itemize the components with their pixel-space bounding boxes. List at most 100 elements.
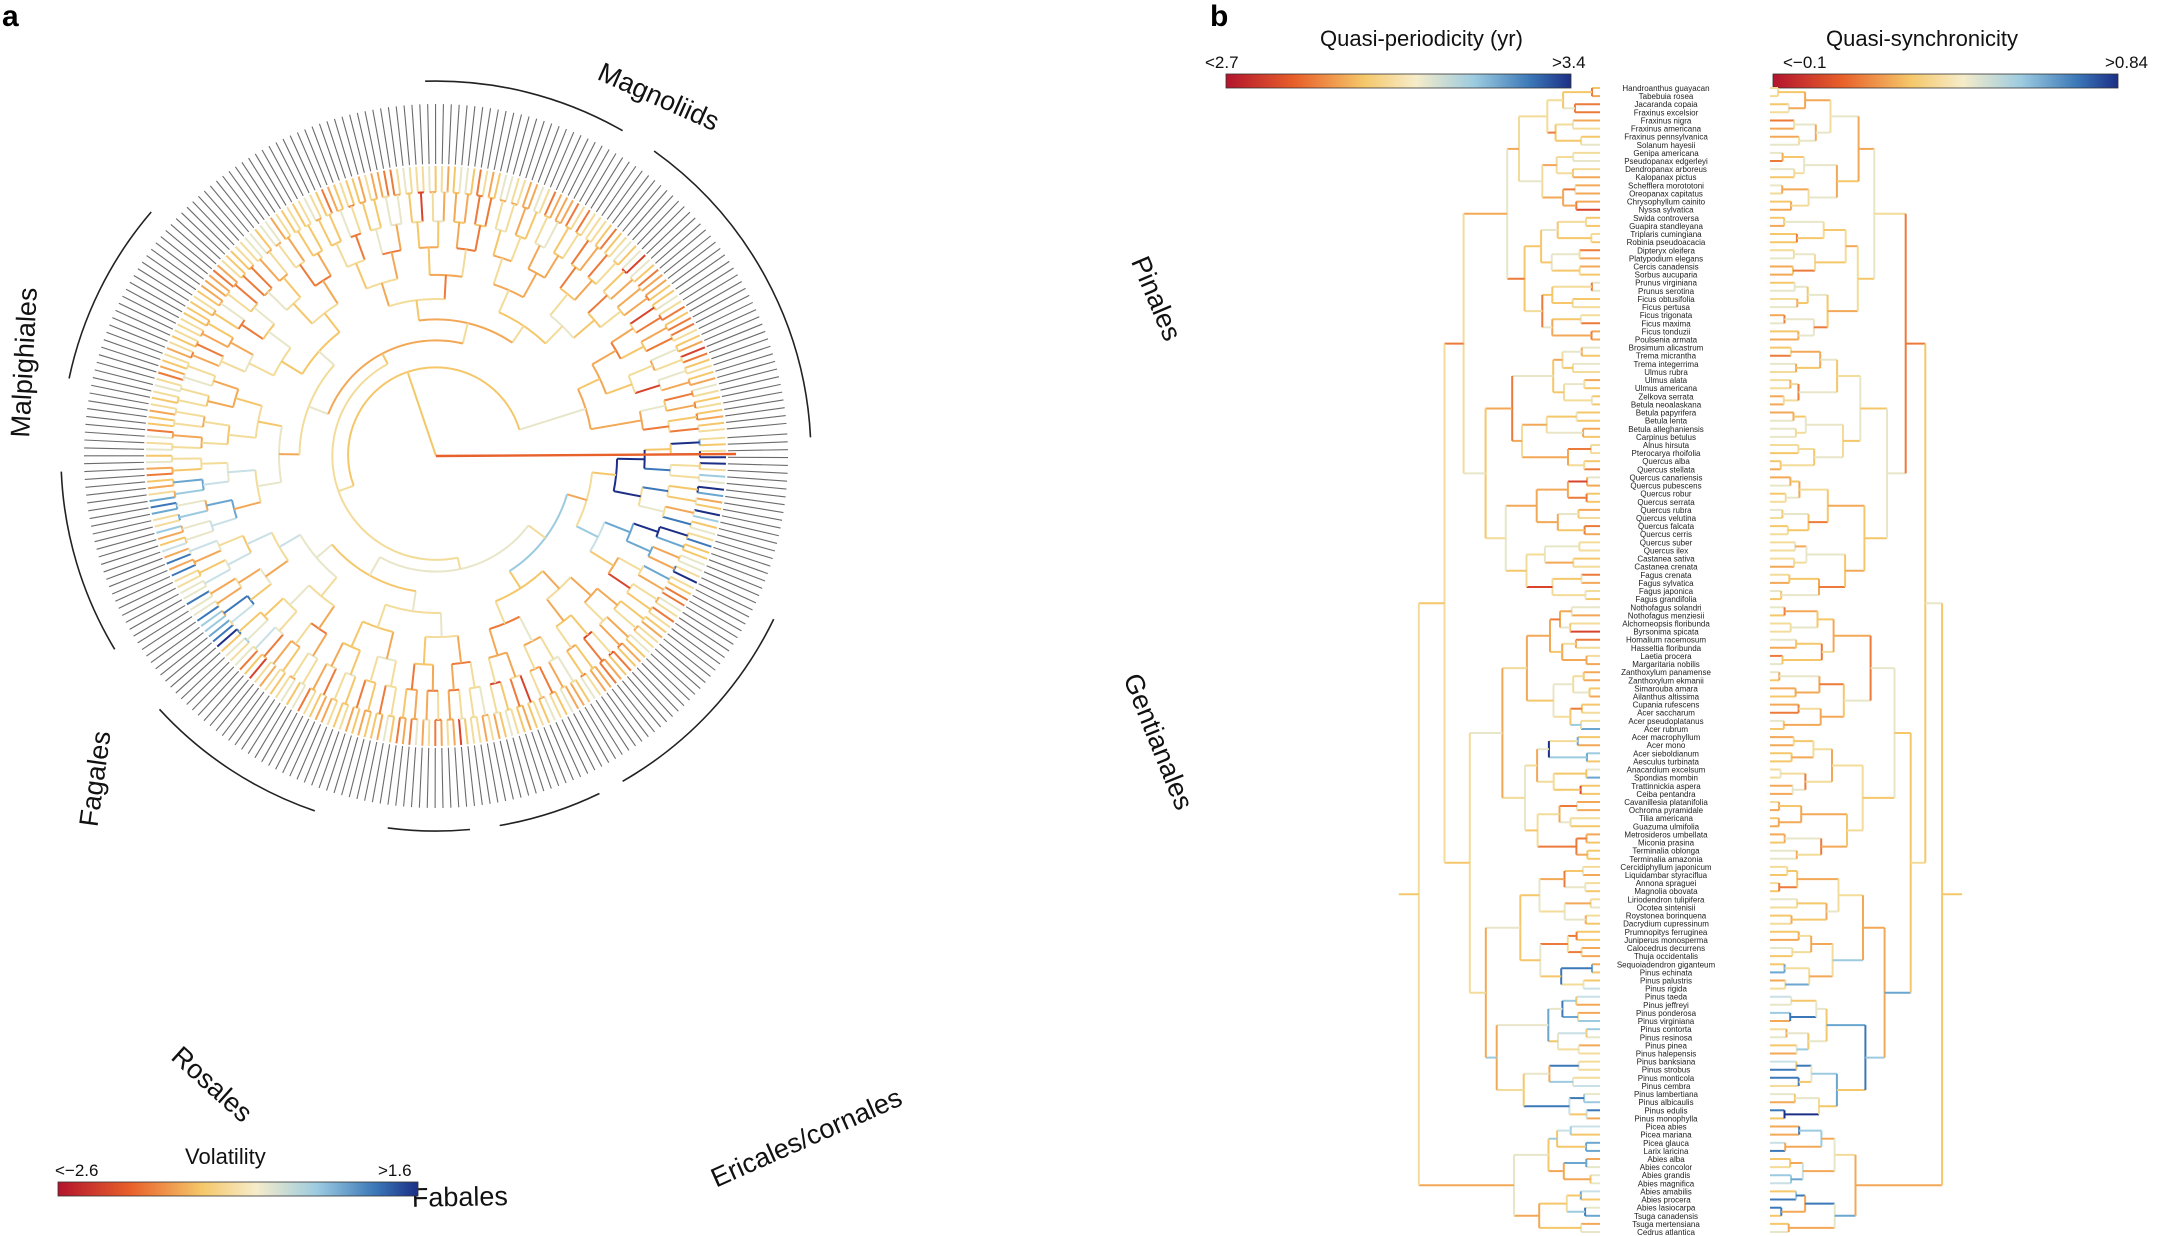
tree-a-branch	[237, 567, 261, 584]
tree-a-branch	[218, 356, 225, 367]
tree-a-branch	[546, 598, 565, 622]
tree-a-leaf-label-mark	[87, 408, 147, 418]
tree-a-branch	[539, 636, 555, 660]
tree-a-branch	[147, 422, 174, 428]
tree-a-branch	[608, 236, 628, 258]
tree-a-branch	[529, 670, 543, 699]
species-label: Pinus jeffreyi	[1643, 1001, 1689, 1010]
tree-a-branch	[428, 166, 431, 193]
tree-a-leaf-label-mark	[261, 149, 293, 203]
tree-a-branch	[573, 279, 593, 301]
tree-a-root-branch	[407, 372, 437, 457]
tree-a-branch	[548, 693, 562, 719]
tree-a-branch	[544, 325, 564, 345]
tree-a-branch	[221, 633, 242, 653]
tree-a-leaf-label-mark	[678, 617, 730, 652]
tree-a-branch	[233, 501, 262, 511]
species-label: Acer saccharum	[1637, 709, 1695, 718]
tree-a-branch	[373, 199, 382, 229]
tree-a-leaf-label-mark	[493, 110, 507, 170]
tree-a-leaf-label-mark	[655, 223, 701, 264]
tree-a-branch	[169, 341, 194, 354]
tree-a-leaf-label-mark	[543, 727, 567, 784]
tree-a-branch	[515, 706, 526, 733]
tree-a-branch	[504, 710, 514, 737]
tree-a-branch	[644, 448, 671, 451]
tree-a-branch	[675, 345, 680, 352]
tree-a-leaf-label-mark	[89, 507, 149, 520]
tree-a-branch	[307, 652, 319, 660]
tree-a-branch	[406, 687, 418, 691]
tree-a-leaf-label-mark	[115, 309, 171, 336]
tree-a-branch	[389, 169, 396, 196]
tree-a-leaf-label-mark	[209, 679, 249, 727]
tree-a-branch	[595, 262, 617, 285]
tree-a-branch	[554, 219, 562, 225]
tree-a-branch	[263, 597, 284, 617]
tree-a-leaf-label-mark	[454, 104, 460, 165]
tree-a-leaf-label-mark	[460, 746, 468, 807]
tree-a-branch	[285, 681, 302, 706]
tree-a-branch	[555, 626, 573, 649]
tree-a-branch	[171, 563, 197, 577]
tree-a-leaf-label-mark	[289, 721, 316, 777]
tree-a-branch	[698, 428, 725, 433]
tree-a-branch	[589, 550, 615, 567]
tree-a-leaf-label-mark	[626, 676, 668, 723]
tree-a-leaf-label-mark	[467, 746, 476, 806]
tree-a-branch	[286, 206, 302, 231]
tree-a-branch	[272, 640, 293, 665]
species-label: Zanthoxylum ekmanii	[1628, 676, 1704, 685]
tree-a-branch	[315, 217, 322, 222]
tree-a-leaf-label-mark	[667, 241, 716, 279]
tree-a-branch	[670, 441, 700, 445]
tree-a-branch	[617, 245, 637, 266]
tree-a-branch	[376, 171, 384, 198]
tree-a-branch	[488, 628, 499, 656]
tree-a-branch	[504, 203, 516, 233]
tree-a-branch	[662, 515, 692, 526]
tree-a-branch	[669, 427, 699, 433]
tree-a-branch	[183, 536, 188, 544]
tree-a-branch	[452, 166, 457, 193]
tree-a-leaf-label-mark	[487, 109, 499, 169]
tree-a-branch	[669, 474, 700, 479]
tree-a-leaf-label-mark	[701, 577, 757, 604]
tree-a-branch	[648, 284, 671, 302]
tree-a-branch	[366, 278, 398, 290]
tree-a-branch	[361, 202, 372, 231]
tree-a-leaf-label-mark	[659, 229, 707, 269]
tree-a-leaf-label-mark	[341, 737, 359, 796]
species-label: Pseudopanax edgerleyi	[1624, 157, 1708, 166]
tree-a-branch	[677, 559, 703, 572]
tree-a-branch	[347, 366, 521, 487]
tree-a-branch	[391, 222, 402, 227]
clade-label: Ericales/cornales	[706, 1082, 906, 1193]
tree-a-leaf-label-mark	[90, 513, 150, 527]
tree-a-branch	[390, 687, 398, 717]
tree-a-leaf-label-mark	[141, 261, 193, 296]
species-label: Fagus crenata	[1640, 571, 1692, 580]
tree-a-branch	[575, 209, 591, 233]
tree-a-branch	[532, 186, 545, 212]
tree-a-leaf-label-mark	[595, 161, 630, 213]
tree-a-branch	[638, 504, 665, 513]
tree-a-branch	[633, 263, 655, 283]
tree-a-branch	[484, 197, 493, 227]
tree-a-branch	[201, 479, 205, 491]
species-label: Annona spraguei	[1636, 879, 1697, 888]
tree-a-branch	[456, 557, 462, 570]
species-label: Tsuga mertensiana	[1632, 1220, 1700, 1229]
tree-a-branch	[641, 620, 663, 639]
tree-a-branch	[602, 290, 612, 300]
tree-a-branch	[189, 300, 214, 317]
tree-a-branch	[274, 626, 284, 636]
tree-a-branch	[246, 595, 255, 605]
tree-a-branch	[216, 628, 238, 648]
species-label: Jacaranda copaia	[1634, 100, 1698, 109]
tree-a-branch	[493, 172, 502, 199]
species-label: Nyssa sylvatica	[1638, 206, 1694, 215]
tree-a-branch	[312, 633, 328, 657]
tree-a-branch	[474, 225, 482, 252]
tree-a-branch	[461, 322, 469, 344]
